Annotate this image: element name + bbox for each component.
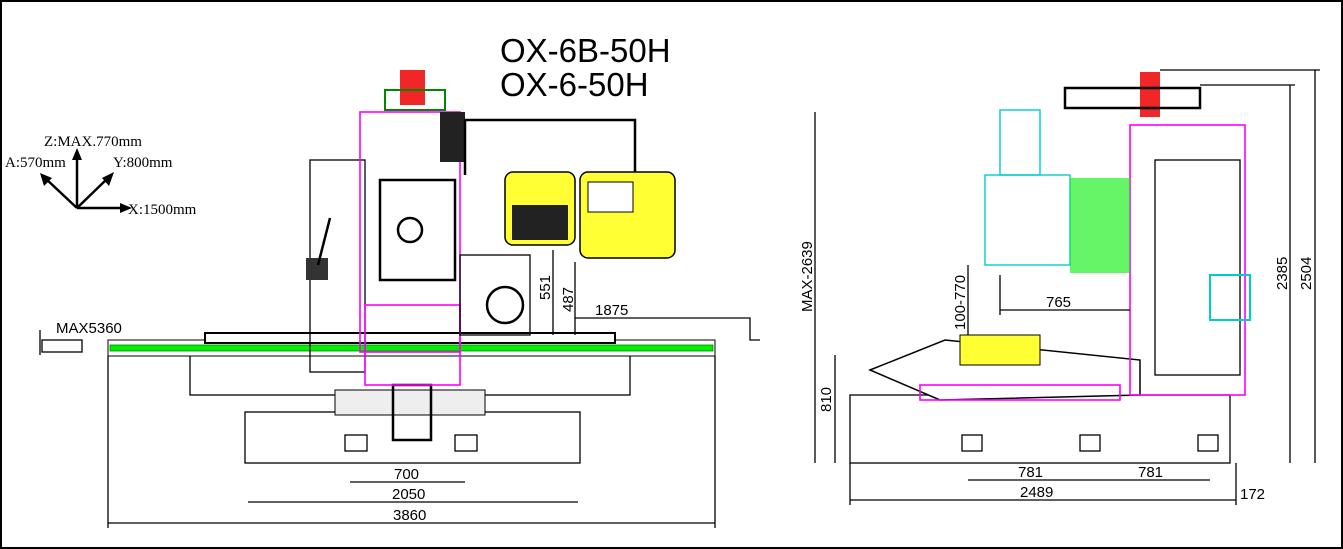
column bbox=[1129, 124, 1246, 396]
ram-guard bbox=[1070, 178, 1130, 273]
a-axis-label: A:570mm bbox=[5, 155, 66, 171]
axis-legend: Z:MAX.770mm A:570mm Y:800mm X:1500mm bbox=[5, 134, 197, 218]
rotary-unit bbox=[959, 334, 1041, 366]
table bbox=[919, 384, 1121, 401]
x-axis-label: X:1500mm bbox=[128, 202, 197, 218]
column-guard bbox=[1154, 159, 1241, 376]
dim-551: 551 bbox=[537, 275, 554, 300]
motor bbox=[1140, 72, 1160, 117]
table-guard bbox=[109, 344, 714, 352]
spindle-head bbox=[378, 178, 457, 282]
foot bbox=[344, 434, 368, 452]
dim-765: 765 bbox=[1046, 294, 1071, 311]
dim-781-left: 781 bbox=[1018, 464, 1043, 481]
pendant-arm bbox=[463, 118, 637, 175]
handwheel bbox=[306, 258, 328, 280]
dim-2504: 2504 bbox=[1298, 257, 1315, 290]
spindle-head bbox=[984, 174, 1071, 266]
x-arrowhead-icon bbox=[120, 203, 132, 213]
y-arrowhead-icon bbox=[102, 172, 114, 186]
spindle-range-label: 100-770 bbox=[952, 275, 969, 330]
spindle-motor bbox=[999, 109, 1041, 176]
side-motor bbox=[1209, 274, 1251, 321]
base bbox=[244, 411, 581, 464]
travel-stop bbox=[41, 339, 83, 353]
top-arm bbox=[1063, 86, 1202, 110]
dim-2050: 2050 bbox=[392, 486, 425, 503]
y-arrow bbox=[76, 177, 109, 209]
dim-487: 487 bbox=[560, 287, 577, 312]
rotary-table bbox=[459, 254, 531, 336]
model-title-1: OX-6B-50H bbox=[500, 32, 671, 69]
saddle bbox=[334, 389, 486, 416]
max-travel-label: MAX5360 bbox=[56, 320, 122, 337]
dim-781-right: 781 bbox=[1138, 464, 1163, 481]
y-axis-label: Y:800mm bbox=[113, 155, 173, 171]
dim-700: 700 bbox=[394, 466, 419, 483]
dim-3860: 3860 bbox=[393, 507, 426, 524]
rotary-disk bbox=[485, 285, 525, 325]
z-arrowhead-icon bbox=[72, 148, 82, 160]
base bbox=[849, 394, 1231, 464]
dim-1875: 1875 bbox=[595, 302, 628, 319]
bed bbox=[189, 354, 631, 396]
model-title-2: OX-6-50H bbox=[500, 66, 649, 103]
dim-810: 810 bbox=[818, 387, 835, 412]
dim-2489: 2489 bbox=[1020, 484, 1053, 501]
drive bbox=[440, 112, 465, 162]
ram bbox=[364, 304, 461, 386]
foot bbox=[454, 434, 478, 452]
worktable bbox=[204, 332, 616, 344]
side-view: MAX-2639 810 100-770 765 2385 2504 781 7… bbox=[799, 69, 1320, 505]
column bbox=[359, 111, 461, 353]
motor bbox=[400, 70, 425, 105]
dim-2385: 2385 bbox=[1274, 257, 1291, 290]
front-view: MAX5360 551 487 1875 700 2050 3860 bbox=[39, 70, 760, 528]
dim-172: 172 bbox=[1240, 486, 1265, 503]
z-axis-label: Z:MAX.770mm bbox=[44, 134, 142, 150]
a-arrow bbox=[44, 177, 78, 209]
max-height-label: MAX-2639 bbox=[799, 241, 816, 312]
a-arrowhead-icon bbox=[40, 173, 52, 186]
